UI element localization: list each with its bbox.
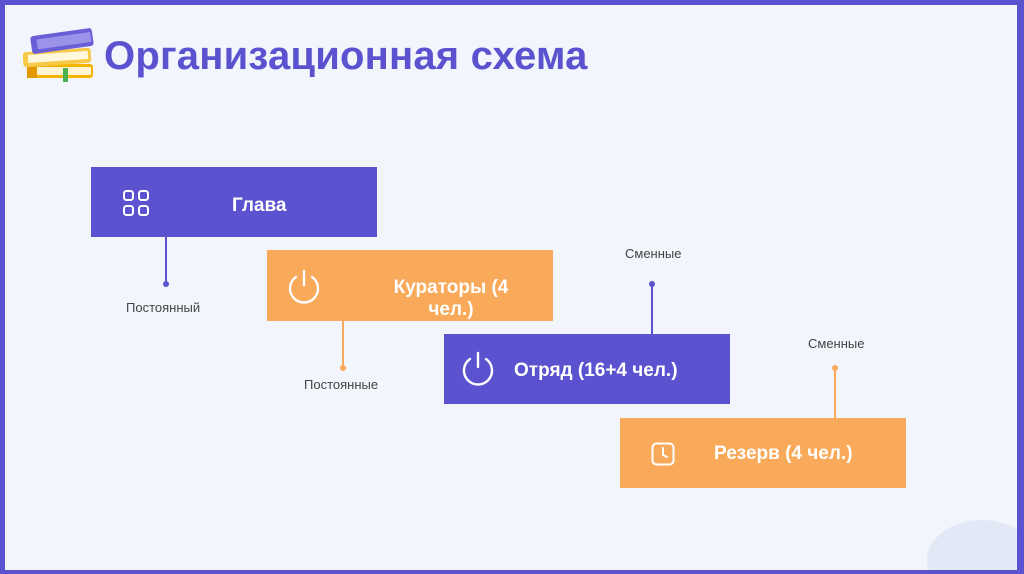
caption-head-permanent: Постоянный bbox=[126, 300, 201, 315]
node-head-label: Глава bbox=[232, 195, 287, 216]
node-head: Глава bbox=[91, 167, 377, 237]
node-reserve-label: Резерв (4 чел.) bbox=[714, 443, 853, 464]
power-icon bbox=[462, 351, 494, 386]
connector-curators bbox=[342, 321, 344, 367]
caption-reserve-shift: Сменные bbox=[808, 336, 865, 351]
node-squad-label: Отряд (16+4 чел.) bbox=[514, 360, 678, 381]
node-reserve: Резерв (4 чел.) bbox=[620, 418, 906, 488]
page-title: Организационная схема bbox=[104, 34, 588, 78]
connector-curators-dot bbox=[340, 365, 346, 371]
books-icon bbox=[23, 28, 94, 82]
node-curators-label: Кураторы (4 чел.) bbox=[393, 277, 509, 320]
node-curators: Кураторы (4 чел.) bbox=[267, 250, 553, 321]
caption-squad-shift: Сменные bbox=[625, 246, 682, 261]
clock-icon bbox=[651, 442, 675, 466]
caption-curators-permanent: Постоянные bbox=[304, 377, 379, 392]
connector-reserve bbox=[834, 368, 836, 418]
node-squad: Отряд (16+4 чел.) bbox=[444, 334, 730, 404]
decorative-blob bbox=[927, 520, 1017, 570]
connector-squad bbox=[651, 284, 653, 334]
power-icon bbox=[288, 269, 320, 304]
grid-icon bbox=[123, 190, 149, 216]
connector-head-dot bbox=[163, 281, 169, 287]
connector-head bbox=[165, 237, 167, 283]
